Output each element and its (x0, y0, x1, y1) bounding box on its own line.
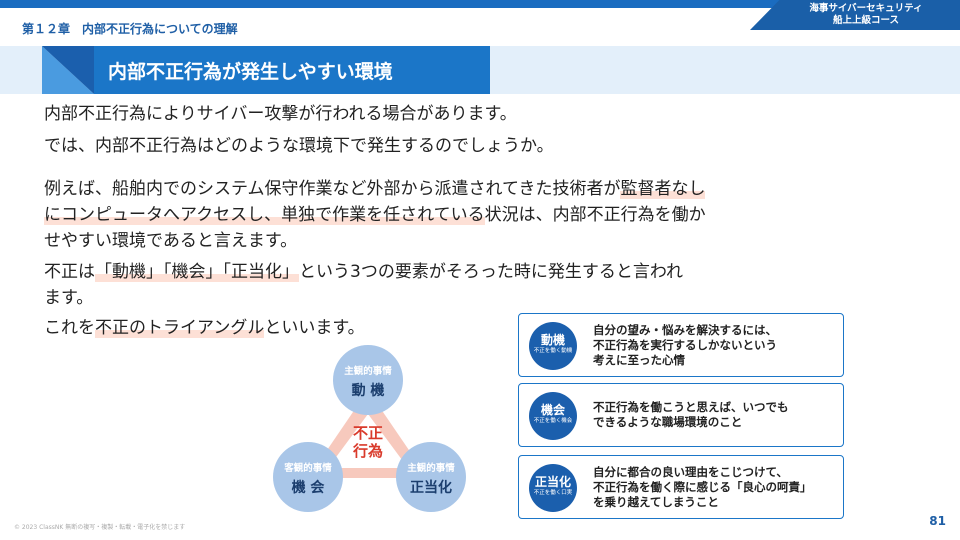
card-badge: 動機 不正を働く動機 (529, 322, 577, 370)
left-circle-main: 機 会 (292, 479, 326, 496)
card-opportunity: 機会 不正を働く機会 不正行為を働こうと思えば、いつでも できるような職場環境の… (518, 383, 844, 447)
triangle-center-line1: 不正 (353, 424, 383, 442)
card-text-line: 自分の望み・悩みを解決するには、 (593, 323, 777, 337)
top-circle-sub: 主観的事情 (344, 365, 392, 377)
right-circle-sub: 主観的事情 (407, 462, 455, 474)
card-title: 正当化 (534, 475, 571, 489)
top-circle-main: 動 機 (352, 382, 385, 399)
card-text-line: 不正行為を実行するしかないという (593, 338, 777, 352)
card-subtitle: 不正を働く機会 (533, 418, 573, 424)
course-badge: 海事サイバーセキュリティ 船上上級コース (750, 0, 960, 30)
top-accent-line (0, 0, 960, 8)
circle-right (396, 442, 466, 512)
card-text-line: 不正行為を働く際に感じる「良心の呵責」 (593, 480, 812, 494)
card-badge: 機会 不正を働く機会 (529, 392, 577, 440)
card-badge: 正当化 不正を働く口実 (529, 464, 577, 512)
card-description: 不正行為を働こうと思えば、いつでも できるような職場環境のこと (593, 400, 789, 430)
page-number: 81 (929, 514, 946, 528)
circle-left (273, 442, 343, 512)
course-name: 海事サイバーセキュリティ (809, 3, 923, 14)
body-line-2: では、内部不正行為はどのような環境下で発生するのでしょうか。 (44, 136, 554, 156)
course-level: 船上上級コース (832, 15, 900, 26)
card-text-line: 自分に都合の良い理由をこじつけて、 (593, 465, 788, 479)
chapter-heading: 第１２章 内部不正行為についての理解 (22, 22, 238, 36)
highlight-text: 不正のトライアングル (95, 318, 265, 338)
card-title: 機会 (540, 403, 565, 417)
title-block (94, 46, 490, 94)
body-text: 不正は (44, 262, 95, 282)
body-text: 例えば、船舶内でのシステム保守作業など外部から派遣されてきた技術者が (44, 179, 621, 199)
card-description: 自分の望み・悩みを解決するには、 不正行為を実行するしかないという 考えに至った… (593, 323, 777, 368)
body-text: これを (44, 318, 95, 338)
copyright: © 2023 ClassNK 無断の複写・複製・転載・電子化を禁じます (14, 524, 186, 531)
body-line-5: せやすい環境であると言えます。 (44, 231, 298, 251)
slide-title: 内部不正行為が発生しやすい環境 (108, 61, 393, 83)
left-circle-sub: 客観的事情 (283, 462, 332, 474)
title-decoration-icon (42, 46, 94, 94)
body-line-4: にコンピュータへアクセスし、単独で作業を任されている状況は、内部不正行為を働か (44, 202, 706, 228)
right-circle-main: 正当化 (410, 479, 452, 496)
body-text: という3つの要素がそろった時に発生すると言われ (299, 262, 683, 282)
body-text: 状況は、内部不正行為を働か (484, 205, 706, 225)
card-description: 自分に都合の良い理由をこじつけて、 不正行為を働く際に感じる「良心の呵責」 を乗… (593, 465, 812, 510)
card-subtitle: 不正を働く動機 (533, 348, 573, 354)
card-text-line: 不正行為を働こうと思えば、いつでも (593, 400, 789, 414)
fraud-triangle-diagram: 不正 行為 主観的事情 動 機 客観的事情 機 会 主観的事情 正当化 (273, 345, 466, 512)
card-text-line: 考えに至った心情 (593, 353, 685, 367)
triangle-center-line2: 行為 (352, 442, 383, 460)
card-subtitle: 不正を働く口実 (533, 490, 573, 496)
body-line-8: これを不正のトライアングルといいます。 (44, 315, 365, 341)
card-text-line: を乗り越えてしまうこと (593, 495, 719, 509)
body-line-1: 内部不正行為によりサイバー攻撃が行われる場合があります。 (44, 104, 517, 124)
highlight-text: にコンピュータへアクセスし、単独で作業を任されている (44, 205, 485, 225)
card-motive: 動機 不正を働く動機 自分の望み・悩みを解決するには、 不正行為を実行するしかな… (518, 313, 844, 377)
highlight-text: 監督者なし (620, 179, 706, 199)
highlight-text: 「動機」「機会」「正当化」 (95, 262, 299, 282)
card-title: 動機 (540, 333, 565, 347)
card-rationalization: 正当化 不正を働く口実 自分に都合の良い理由をこじつけて、 不正行為を働く際に感… (518, 455, 844, 519)
body-line-3: 例えば、船舶内でのシステム保守作業など外部から派遣されてきた技術者が監督者なし (44, 176, 706, 202)
body-line-6: 不正は「動機」「機会」「正当化」という3つの要素がそろった時に発生すると言われ (44, 259, 683, 285)
triangle-inner (328, 414, 408, 468)
body-text: といいます。 (264, 318, 365, 338)
circle-top (333, 345, 403, 415)
body-line-7: ます。 (44, 288, 94, 308)
card-text-line: できるような職場環境のこと (593, 415, 743, 429)
